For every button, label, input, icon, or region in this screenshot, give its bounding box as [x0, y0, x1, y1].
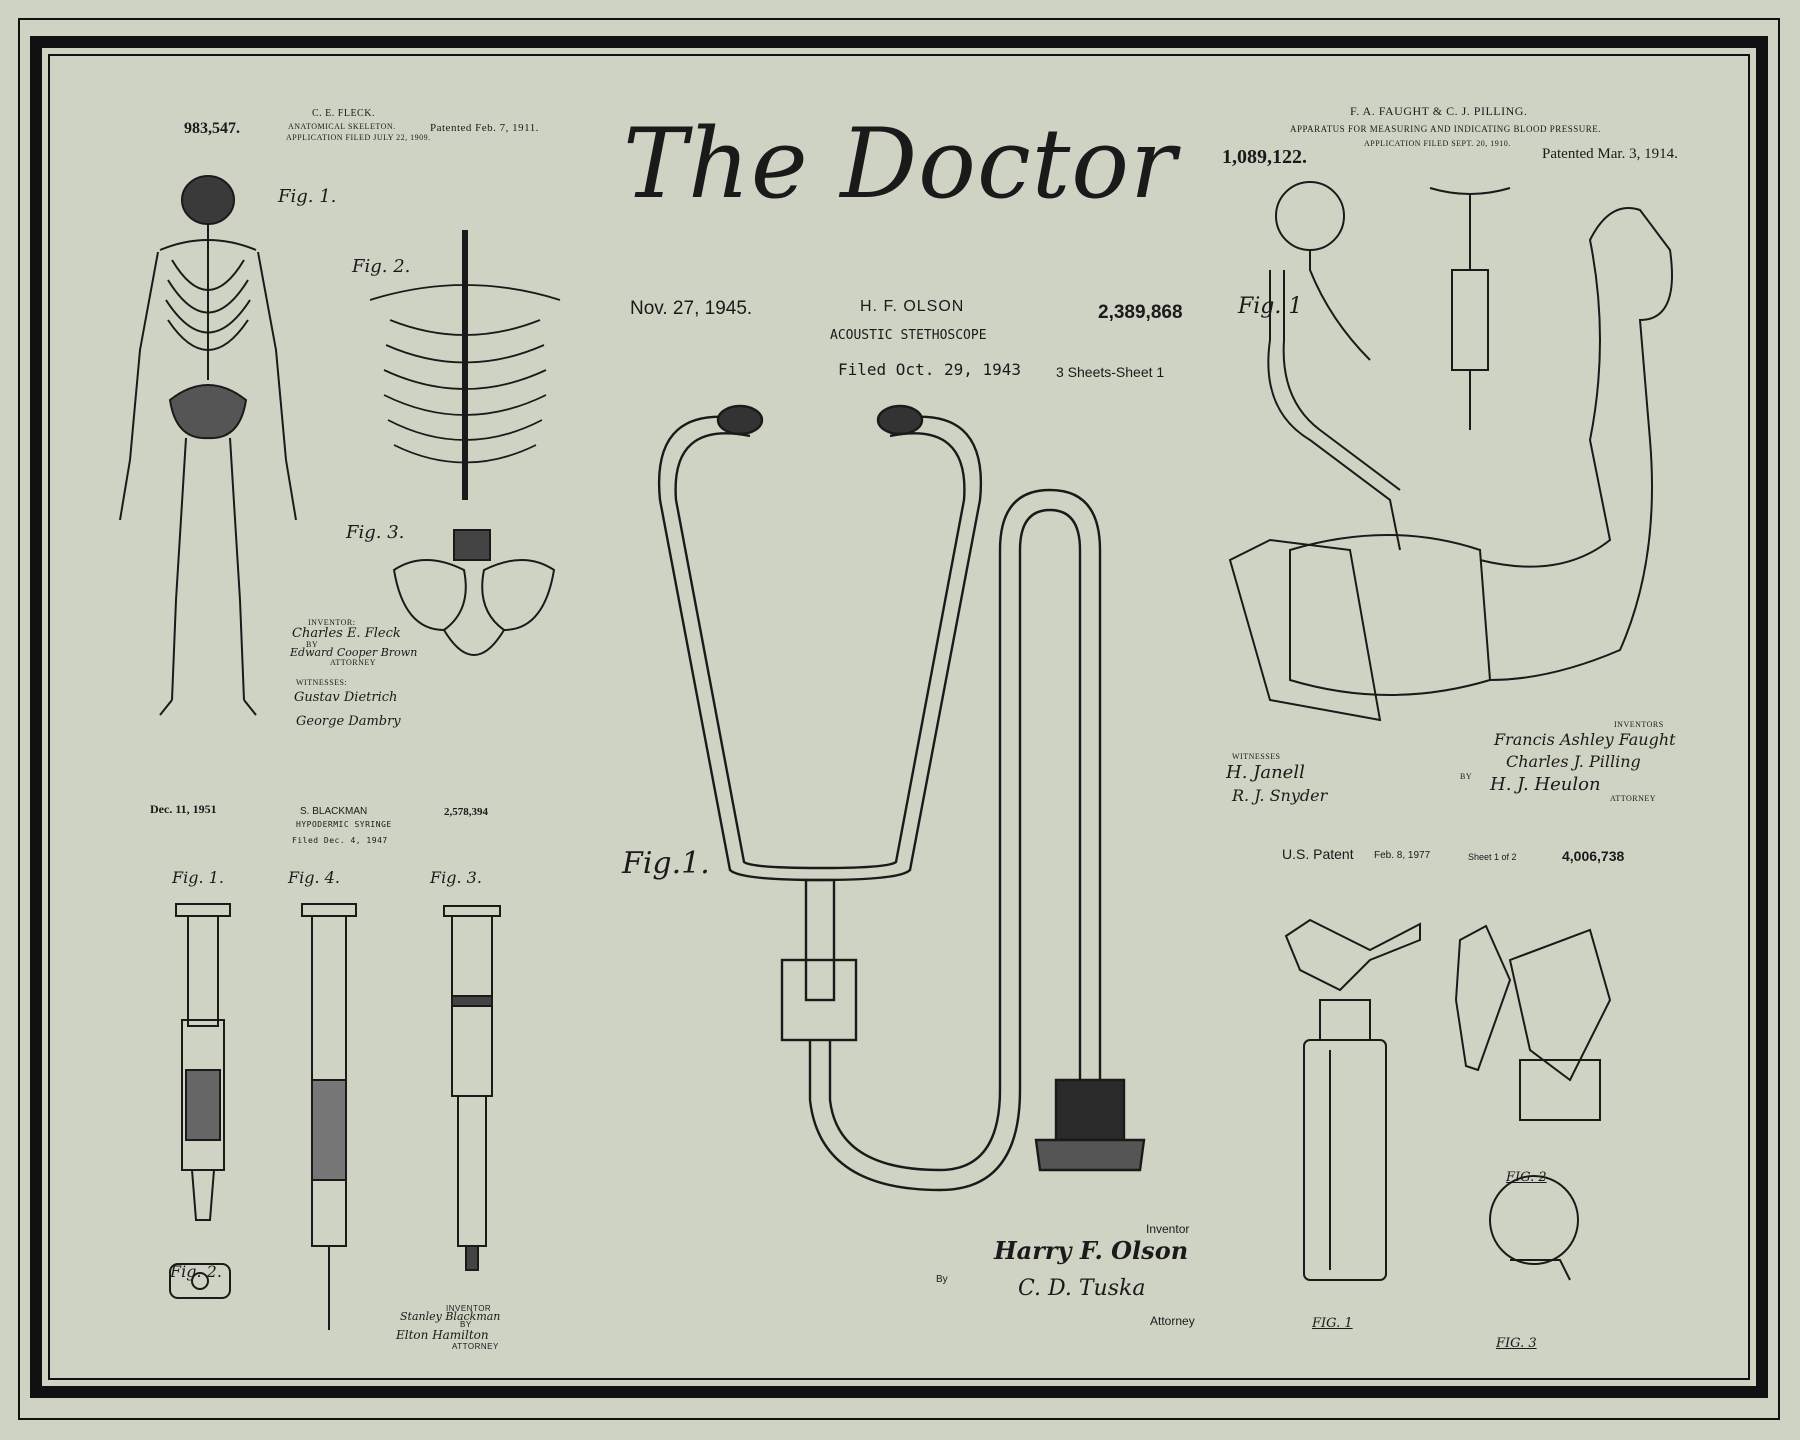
poster-title: The Doctor [623, 108, 1177, 220]
syringe-number: 2,578,394 [444, 806, 488, 818]
skeleton-fig1-label: Fig. 1. [278, 186, 337, 207]
otoscope-sheet: Sheet 1 of 2 [1468, 852, 1517, 862]
stethoscope-inventor-label: Inventor [1146, 1222, 1190, 1236]
bp-inventor-signature-1: Francis Ashley Faught [1494, 730, 1676, 749]
outer-border [18, 18, 1780, 1420]
skeleton-witness-1: Gustav Dietrich [294, 690, 398, 705]
skeleton-patented: Patented Feb. 7, 1911. [430, 122, 539, 134]
syringe-figures [169, 903, 501, 1330]
thick-border [30, 36, 1768, 1398]
bp-attorney-signature: H. J. Heulon [1490, 774, 1601, 795]
skeleton-fig2-label: Fig. 2. [352, 256, 411, 277]
syringe-attorney-signature: Elton Hamilton [396, 1328, 489, 1342]
syringe-inventor-label: INVENTOR [446, 1304, 492, 1313]
bp-witness-2: R. J. Snyder [1232, 786, 1328, 805]
syringe-attorney-label: ATTORNEY [452, 1342, 499, 1351]
syringe-inventor: S. BLACKMAN [300, 806, 368, 817]
skeleton-witnesses-label: WITNESSES: [296, 678, 348, 687]
bp-inventor-signature-2: Charles J. Pilling [1506, 752, 1641, 771]
syringe-fig1-label: Fig. 1. [172, 868, 224, 887]
skeleton-by: BY [306, 640, 319, 649]
skeleton-inventor: C. E. FLECK. [312, 108, 375, 119]
otoscope-fig1-label: FIG. 1 [1312, 1316, 1353, 1331]
bp-name: APPARATUS FOR MEASURING AND INDICATING B… [1290, 124, 1601, 134]
skeleton-inventor-label: INVENTOR: [308, 618, 356, 627]
bp-inventors-label: INVENTORS [1614, 720, 1664, 729]
otoscope-patent-label: U.S. Patent [1282, 846, 1354, 862]
otoscope-figures [1284, 918, 1612, 1281]
skeleton-figure [119, 175, 297, 716]
syringe-name: HYPODERMIC SYRINGE [296, 820, 392, 829]
skeleton-attorney-label: ATTORNEY [330, 658, 377, 667]
stethoscope-sheets: 3 Sheets-Sheet 1 [1056, 364, 1165, 380]
skeleton-name: ANATOMICAL SKELETON. [288, 122, 396, 131]
stethoscope-filed: Filed Oct. 29, 1943 [838, 360, 1022, 379]
bp-witnesses-label: WITNESSES [1232, 752, 1281, 761]
syringe-filed: Filed Dec. 4, 1947 [292, 836, 388, 845]
blood-pressure-figure [1228, 181, 1673, 722]
bp-witness-1: H. Janell [1226, 762, 1305, 783]
ribcage-figure [369, 230, 561, 500]
syringe-fig2-label: Fig. 2. [170, 1262, 222, 1281]
stethoscope-inventor-signature: Harry F. Olson [994, 1236, 1189, 1265]
stethoscope-inventor: H. F. OLSON [860, 298, 965, 315]
otoscope-fig3-label: FIG. 3 [1496, 1336, 1537, 1351]
syringe-by: BY [460, 1320, 472, 1329]
bp-number: 1,089,122. [1222, 146, 1307, 168]
syringe-date: Dec. 11, 1951 [150, 802, 217, 816]
stethoscope-attorney-signature: C. D. Tuska [1018, 1276, 1146, 1301]
stethoscope-figure [657, 404, 1146, 1192]
skeleton-witness-2: George Dambry [296, 714, 401, 729]
otoscope-number: 4,006,738 [1562, 848, 1625, 864]
bp-filed: APPLICATION FILED SEPT. 20, 1910. [1364, 139, 1511, 148]
syringe-fig3-label: Fig. 3. [430, 868, 482, 887]
stethoscope-fig-label: Fig.1. [622, 846, 710, 881]
stethoscope-name: ACOUSTIC STETHOSCOPE [830, 328, 987, 343]
bp-by: BY [1460, 772, 1473, 781]
skeleton-patent-number: 983,547. [184, 120, 240, 137]
stethoscope-by: By [936, 1274, 948, 1285]
bp-patented: Patented Mar. 3, 1914. [1542, 146, 1678, 162]
otoscope-date: Feb. 8, 1977 [1374, 850, 1431, 861]
bp-inventors-line: F. A. FAUGHT & C. J. PILLING. [1350, 104, 1528, 118]
otoscope-fig2-label: FIG. 2 [1506, 1170, 1547, 1185]
pelvis-figure [392, 529, 556, 656]
stethoscope-date: Nov. 27, 1945. [630, 298, 753, 319]
inner-border [48, 54, 1750, 1380]
skeleton-attorney-signature: Edward Cooper Brown [290, 646, 418, 659]
skeleton-filed: APPLICATION FILED JULY 22, 1909. [286, 133, 431, 142]
bp-attorney-label: ATTORNEY [1610, 794, 1657, 803]
syringe-fig4-label: Fig. 4. [288, 868, 340, 887]
stethoscope-number: 2,389,868 [1098, 302, 1183, 323]
skeleton-fig3-label: Fig. 3. [346, 522, 405, 543]
skeleton-inventor-signature: Charles E. Fleck [292, 626, 401, 641]
syringe-inventor-signature: Stanley Blackman [400, 1310, 501, 1323]
stethoscope-attorney-label: Attorney [1150, 1314, 1195, 1328]
